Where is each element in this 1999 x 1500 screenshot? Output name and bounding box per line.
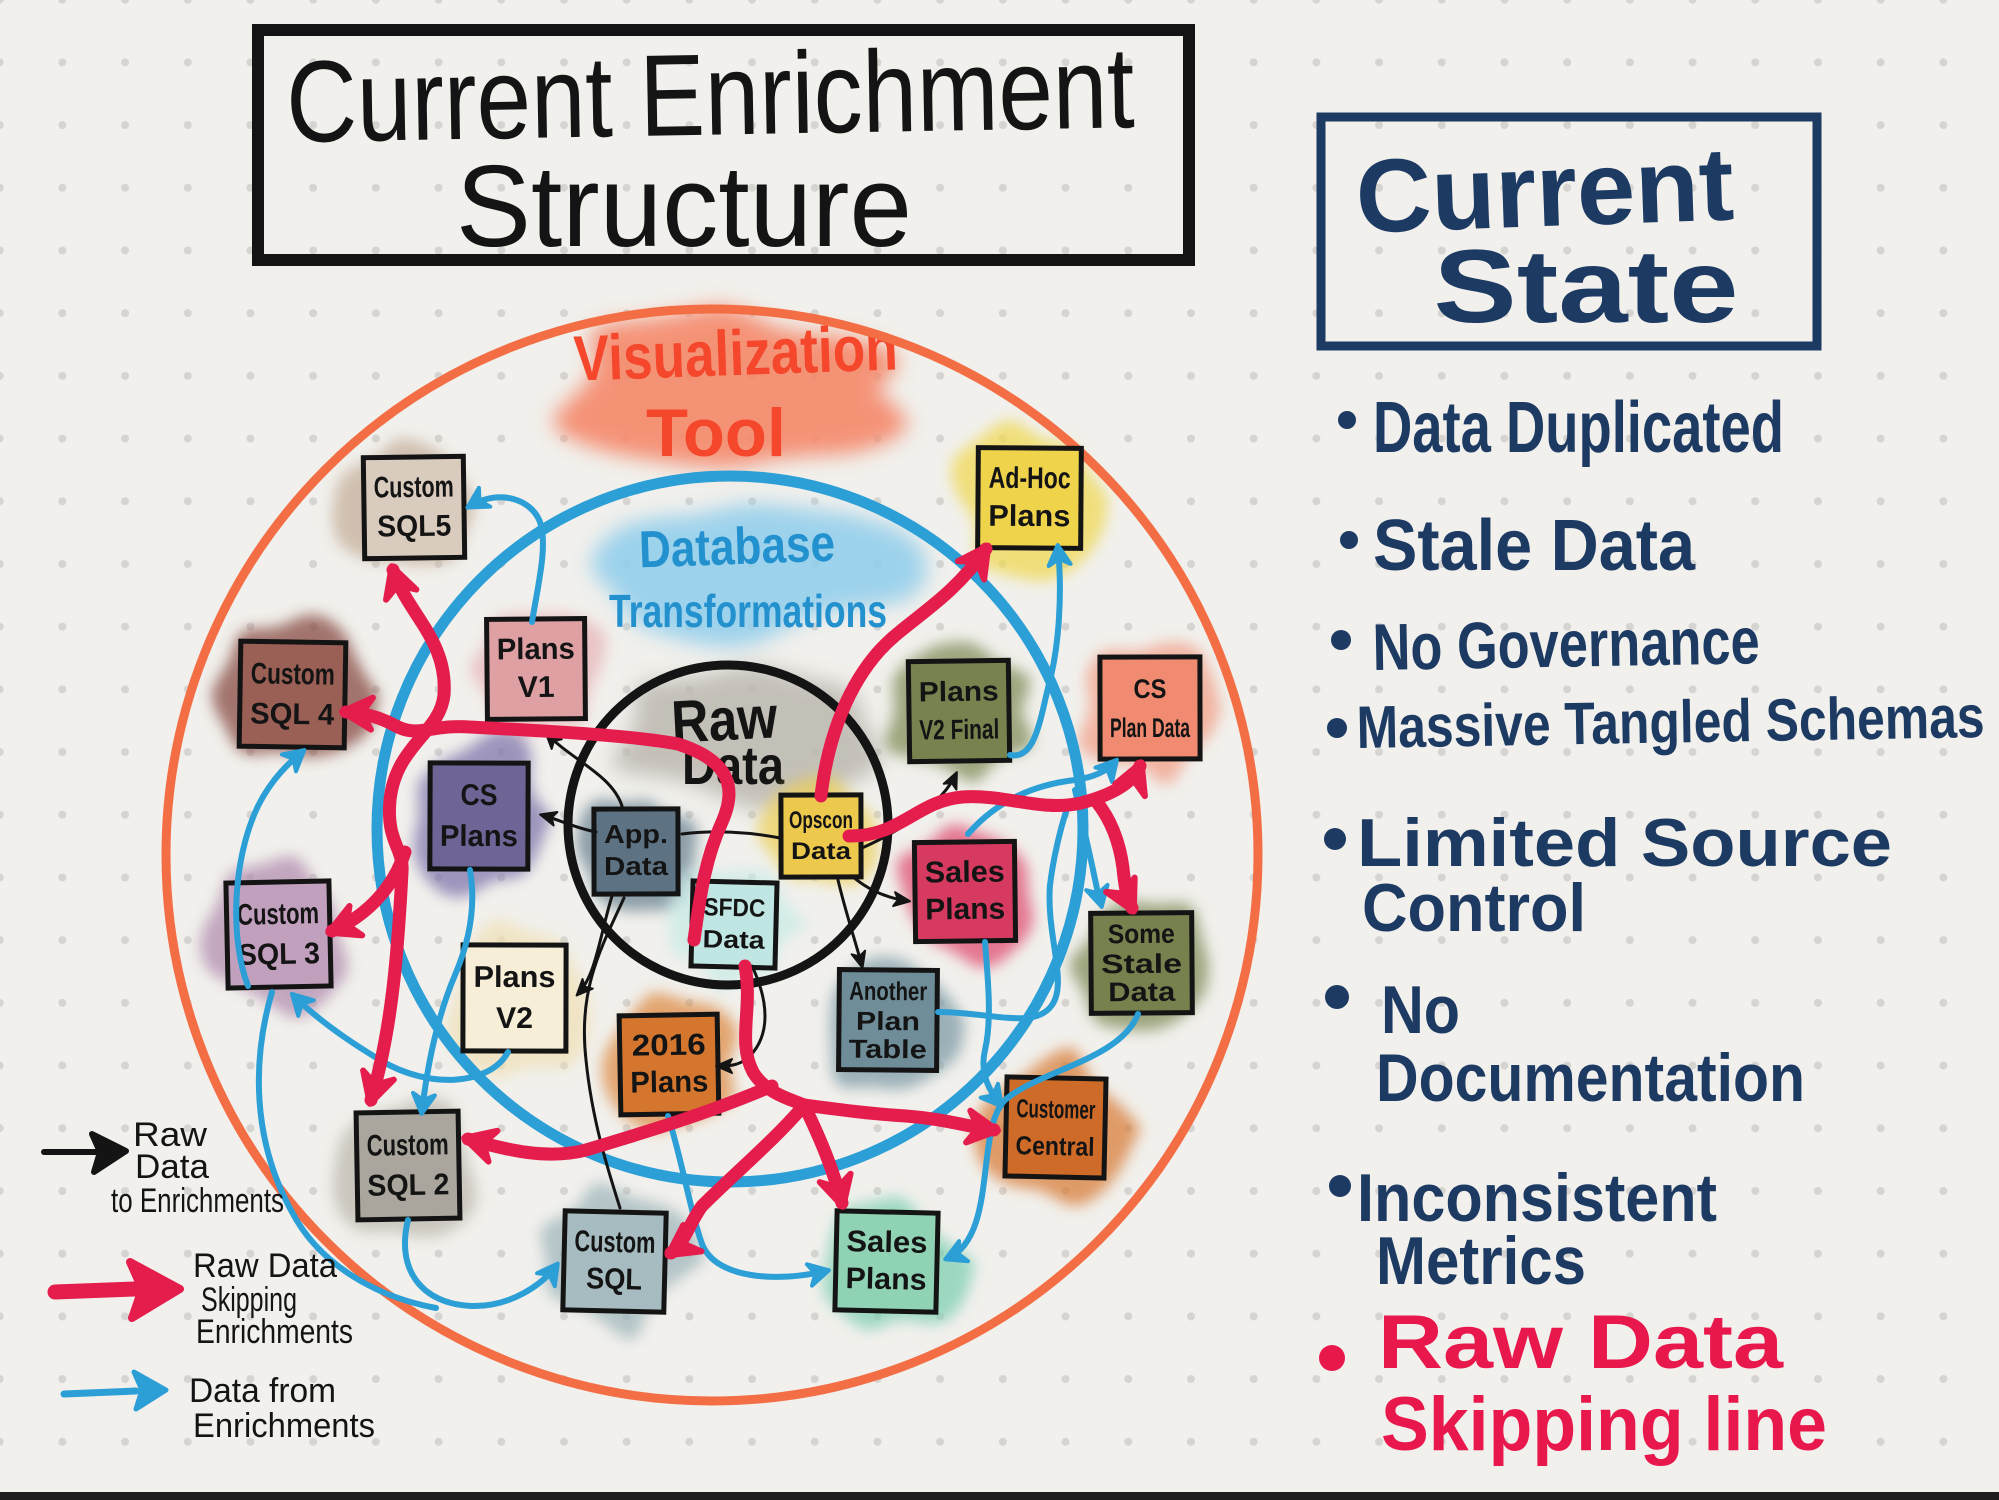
svg-text:App.: App. [604,819,668,849]
svg-text:Some: Some [1108,919,1175,949]
svg-text:Raw: Raw [133,1116,207,1154]
svg-text:Data: Data [791,838,852,865]
svg-text:Skipping line: Skipping line [1381,1382,1827,1467]
svg-text:Custom: Custom [237,897,320,932]
svg-text:Custom: Custom [366,1128,449,1162]
svg-text:Data: Data [702,925,766,955]
svg-text:Enrichments: Enrichments [196,1313,353,1351]
svg-text:Database: Database [638,515,836,580]
svg-text:2016: 2016 [631,1028,706,1062]
svg-text:Plans: Plans [440,820,518,853]
svg-text:No: No [1381,972,1460,1048]
svg-text:Plan: Plan [856,1006,920,1037]
svg-text:SQL: SQL [586,1262,643,1296]
svg-text:Stale Data: Stale Data [1373,506,1696,586]
svg-text:Plans: Plans [988,500,1070,534]
svg-text:Plans: Plans [925,893,1005,927]
svg-text:Enrichments: Enrichments [193,1407,375,1445]
svg-text:Plans: Plans [474,961,556,994]
svg-text:Sales: Sales [925,856,1005,890]
svg-text:Current Enrichment: Current Enrichment [285,22,1135,167]
svg-text:Another: Another [849,976,927,1007]
svg-text:Data: Data [1108,977,1176,1007]
svg-text:Customer: Customer [1016,1093,1096,1125]
svg-text:Plan Data: Plan Data [1110,713,1191,743]
svg-text:Raw Data: Raw Data [193,1247,337,1285]
svg-text:Structure: Structure [456,141,912,271]
svg-text:Inconsistent: Inconsistent [1357,1160,1717,1236]
svg-text:Custom: Custom [251,657,336,691]
svg-text:Plans: Plans [845,1262,927,1297]
svg-text:Raw Data: Raw Data [1378,1300,1784,1385]
svg-text:V1: V1 [518,671,555,704]
svg-text:Data Duplicated: Data Duplicated [1373,388,1784,468]
svg-text:Stale: Stale [1101,949,1182,980]
svg-text:to Enrichments: to Enrichments [111,1182,284,1220]
svg-text:Plans: Plans [630,1065,709,1099]
svg-text:Control: Control [1362,870,1586,946]
svg-text:Opscon: Opscon [789,807,853,834]
svg-text:SQL 4: SQL 4 [250,697,335,731]
svg-text:Transformations: Transformations [609,585,887,637]
svg-text:CS: CS [1133,674,1166,704]
svg-text:Plans: Plans [497,633,575,667]
svg-text:Sales: Sales [846,1225,928,1260]
svg-text:SQL 2: SQL 2 [367,1168,450,1202]
svg-text:Plans: Plans [919,675,999,707]
svg-text:Metrics: Metrics [1376,1223,1586,1299]
svg-text:Custom: Custom [574,1225,656,1260]
svg-text:Data from: Data from [189,1372,336,1410]
svg-text:CS: CS [461,779,498,812]
svg-text:Central: Central [1015,1130,1095,1162]
svg-text:SQL 3: SQL 3 [238,937,321,972]
svg-text:Skipping: Skipping [201,1281,297,1319]
svg-text:Documentation: Documentation [1376,1040,1805,1116]
svg-text:Table: Table [849,1034,927,1065]
svg-text:Ad-Hoc: Ad-Hoc [989,462,1071,496]
svg-text:V2 Final: V2 Final [919,713,999,745]
svg-text:State: State [1434,229,1739,345]
svg-text:V2: V2 [496,1002,533,1035]
svg-text:Data: Data [604,851,669,881]
svg-text:Data: Data [135,1148,209,1186]
svg-text:Tool: Tool [646,395,786,471]
svg-text:Current: Current [1354,126,1736,255]
svg-text:SFDC: SFDC [703,893,766,923]
svg-text:Massive Tangled Schemas: Massive Tangled Schemas [1356,683,1985,761]
svg-text:Custom: Custom [373,470,453,504]
svg-text:Limited Source: Limited Source [1357,805,1892,881]
svg-text:SQL5: SQL5 [377,509,451,543]
svg-text:No Governance: No Governance [1372,603,1760,684]
